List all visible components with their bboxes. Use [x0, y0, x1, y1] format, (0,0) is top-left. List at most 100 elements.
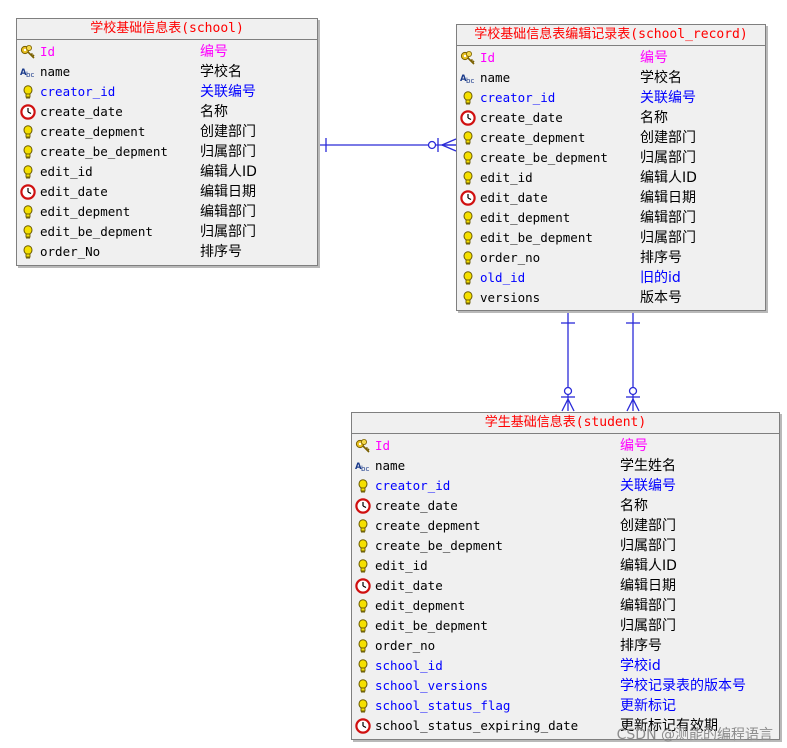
- column-description: 关联编号: [640, 90, 696, 106]
- column-name: create_date: [40, 104, 123, 119]
- svg-text:c: c: [366, 465, 370, 473]
- column-row[interactable]: edit_id 编辑人ID: [457, 168, 765, 188]
- column-name: edit_date: [40, 184, 108, 199]
- column-name: Id: [480, 50, 496, 65]
- bulb-icon: [355, 698, 371, 714]
- column-description: 排序号: [620, 638, 662, 654]
- column-name: create_be_depment: [480, 150, 608, 165]
- bulb-icon: [460, 270, 476, 286]
- bulb-icon: [460, 250, 476, 266]
- watermark: CSDN @测能的编程语言: [616, 727, 773, 743]
- column-name: school_status_flag: [375, 698, 511, 713]
- column-description: 创建部门: [620, 518, 676, 534]
- column-description: 名称: [640, 110, 668, 126]
- bulb-icon: [460, 150, 476, 166]
- column-description: 编号: [200, 44, 228, 60]
- column-name: create_depment: [480, 130, 586, 145]
- svg-text:A: A: [460, 74, 467, 84]
- key-icon: [355, 438, 371, 454]
- bulb-icon: [460, 130, 476, 146]
- bulb-icon: [355, 658, 371, 674]
- bulb-icon: [460, 210, 476, 226]
- clock-icon: [460, 190, 476, 206]
- clock-icon: [20, 184, 36, 200]
- column-name: edit_id: [375, 558, 428, 573]
- bulb-icon: [355, 638, 371, 654]
- column-description: 归属部门: [640, 150, 696, 166]
- column-description: 编辑部门: [200, 204, 256, 220]
- clock-icon: [355, 718, 371, 734]
- bulb-icon: [20, 124, 36, 140]
- column-description: 编辑日期: [200, 184, 256, 200]
- clock-icon: [20, 104, 36, 120]
- column-name: school_status_expiring_date: [375, 718, 579, 733]
- bulb-icon: [355, 678, 371, 694]
- bulb-icon: [20, 144, 36, 160]
- bulb-icon: [20, 244, 36, 260]
- bulb-icon: [20, 164, 36, 180]
- bulb-icon: [460, 90, 476, 106]
- link-crow-foot-lower: [441, 144, 457, 152]
- bulb-icon: [20, 224, 36, 240]
- bulb-icon: [355, 558, 371, 574]
- column-name: edit_be_depment: [375, 618, 488, 633]
- column-description: 编辑人ID: [200, 164, 257, 180]
- column-row[interactable]: create_be_depment 归属部门: [457, 148, 765, 168]
- svg-text:A: A: [20, 68, 27, 78]
- column-name: create_date: [375, 498, 458, 513]
- entity-title: 学生基础信息表(student): [352, 413, 779, 434]
- column-description: 归属部门: [620, 538, 676, 554]
- column-name: edit_id: [480, 170, 533, 185]
- column-name: create_be_depment: [40, 144, 168, 159]
- column-description: 编辑人ID: [640, 170, 697, 186]
- column-description: 编辑日期: [620, 578, 676, 594]
- column-description: 编辑部门: [640, 210, 696, 226]
- column-description: 排序号: [640, 250, 682, 266]
- link-crow-foot-right: [632, 398, 640, 412]
- column-name: creator_id: [40, 84, 116, 99]
- column-row[interactable]: edit_date 编辑日期: [17, 182, 317, 202]
